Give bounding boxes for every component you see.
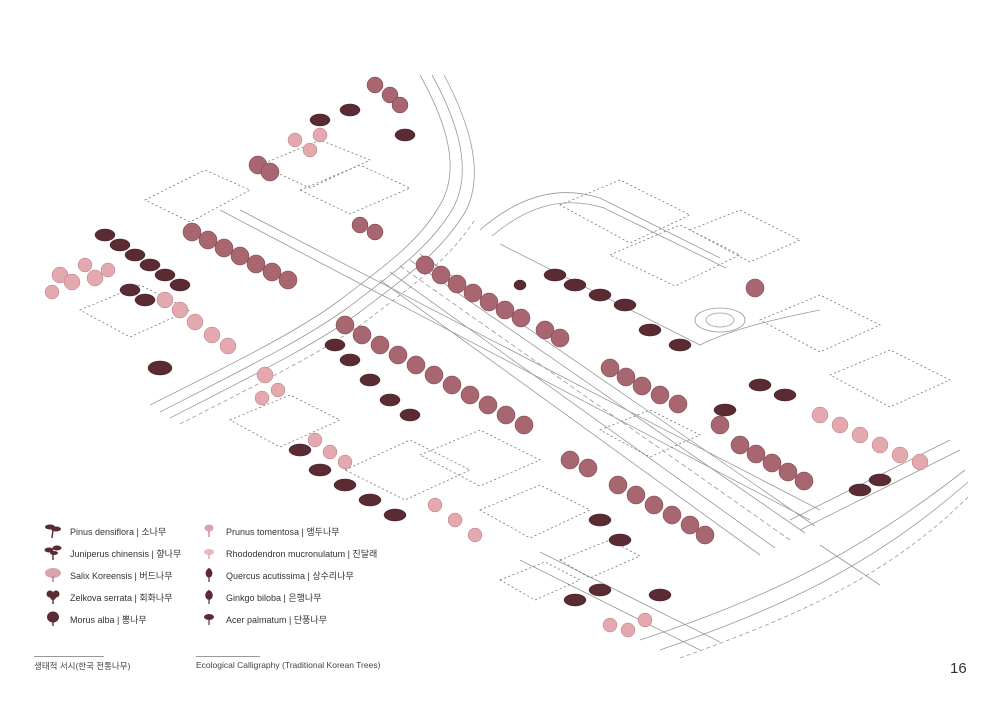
legend-label: Prunus tomentosa | 앵두나무	[226, 526, 340, 537]
pine-tree-icon	[45, 524, 61, 539]
legend-item-morus: Morus alba | 뽕나무	[44, 611, 147, 626]
legend-label: Juniperus chinensis | 향나무	[70, 548, 182, 559]
dark-tree-clusters	[94, 103, 892, 607]
willow-tree-icon	[45, 568, 61, 582]
legend-item-acer: Acer palmatum | 단풍나무	[200, 612, 327, 626]
page-number: 16	[950, 660, 967, 677]
legend-item-zelkova: Zelkova serrata | 회화나무	[44, 590, 172, 604]
road-network	[149, 74, 971, 659]
legend-item-ginkgo: Ginkgo biloba | 은행나무	[200, 590, 322, 604]
legend-label: Salix Koreensis | 버드나무	[70, 570, 173, 581]
caption-english: Ecological Calligraphy (Traditional Kore…	[196, 660, 381, 670]
caption-rule-left	[34, 656, 104, 657]
legend-item-salix: Salix Koreensis | 버드나무	[44, 568, 173, 582]
oak-tree-icon	[205, 568, 213, 582]
legend-label: Acer palmatum | 단풍나무	[226, 614, 327, 625]
legend-item-prunus: Prunus tomentosa | 앵두나무	[200, 524, 340, 538]
building-footprints	[79, 139, 951, 601]
maple-tree-icon	[204, 614, 214, 625]
legend-label: Rhododendron mucronulatum | 진달래	[226, 548, 378, 559]
zelkova-tree-icon	[46, 590, 60, 604]
caption-korean: 생태적 서시(한국 전통나무)	[34, 661, 131, 671]
mulberry-tree-icon	[47, 611, 59, 626]
mauve-tree-rows	[182, 76, 814, 545]
legend-label: Zelkova serrata | 회화나무	[70, 592, 173, 603]
ginkgo-tree-icon	[205, 590, 213, 604]
legend-label: Morus alba | 뽕나무	[70, 614, 147, 625]
legend-label: Quercus acutissima | 상수리나무	[226, 570, 354, 581]
legend-item-pinus: Pinus densiflora | 소나무	[44, 524, 167, 539]
cherry-shrub-icon	[204, 524, 214, 537]
juniper-tree-icon	[44, 545, 62, 560]
legend-item-rhododendron: Rhododendron mucronulatum | 진달래	[200, 546, 377, 560]
legend-label: Pinus densiflora | 소나무	[70, 526, 167, 537]
pink-tree-clusters	[44, 127, 929, 638]
azalea-shrub-icon	[204, 549, 214, 559]
legend-item-juniperus: Juniperus chinensis | 향나무	[44, 545, 182, 560]
legend-item-quercus: Quercus acutissima | 상수리나무	[200, 568, 354, 582]
caption-rule-right	[196, 656, 260, 657]
legend-label: Ginkgo biloba | 은행나무	[226, 592, 322, 603]
